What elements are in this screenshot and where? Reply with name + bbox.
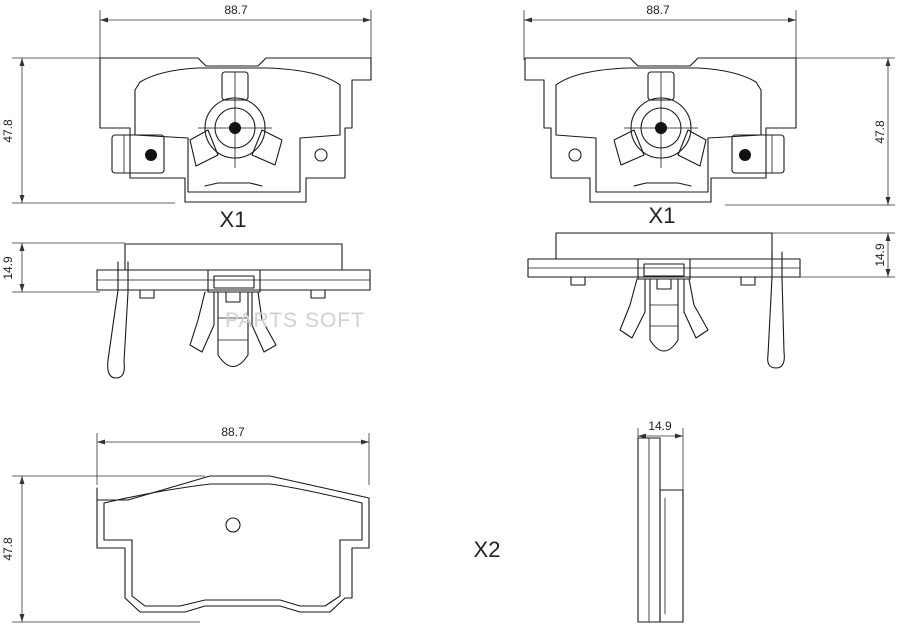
pad-edge-profile-view: 14.9: [637, 419, 684, 623]
pad-side-view-left: 14.9: [1, 242, 371, 379]
pad-side-view-right: 14.9: [527, 232, 895, 369]
height-dimension-top-right: 47.8: [725, 57, 895, 206]
height-label-bottom: 47.8: [1, 537, 15, 561]
width-label-top-right: 88.7: [646, 3, 670, 17]
thickness-dimension-right: 14.9: [772, 232, 895, 278]
qty-label-top-left: X1: [220, 207, 247, 232]
qty-label-bottom: X2: [474, 537, 501, 562]
pad-front-view-left: 88.7 47.8: [1, 3, 372, 232]
clip-boss-left: [111, 134, 165, 174]
height-dimension-top-left: 47.8: [1, 57, 175, 204]
width-dimension-top-right: 88.7: [523, 3, 797, 60]
width-label-top-left: 88.7: [224, 3, 248, 17]
height-dimension-bottom: 47.8: [1, 475, 205, 623]
thickness-label-bottom: 14.9: [648, 419, 672, 433]
height-label-top-right: 47.8: [873, 120, 887, 144]
thickness-dimension-left: 14.9: [1, 242, 125, 293]
height-label-top-left: 47.8: [1, 119, 15, 143]
watermark: PARTS SOFT: [225, 309, 365, 332]
thickness-label-right: 14.9: [873, 243, 887, 267]
spring-clip-left: [189, 71, 283, 168]
qty-label-top-right: X1: [649, 203, 676, 228]
width-dimension-top-left: 88.7: [99, 3, 372, 60]
thickness-label-left: 14.9: [1, 256, 15, 280]
pad-friction-face-view: 88.7 47.8: [1, 425, 370, 623]
pad-front-view-right: 88.7 47.8 X1: [523, 3, 895, 228]
width-label-bottom: 88.7: [221, 425, 245, 439]
